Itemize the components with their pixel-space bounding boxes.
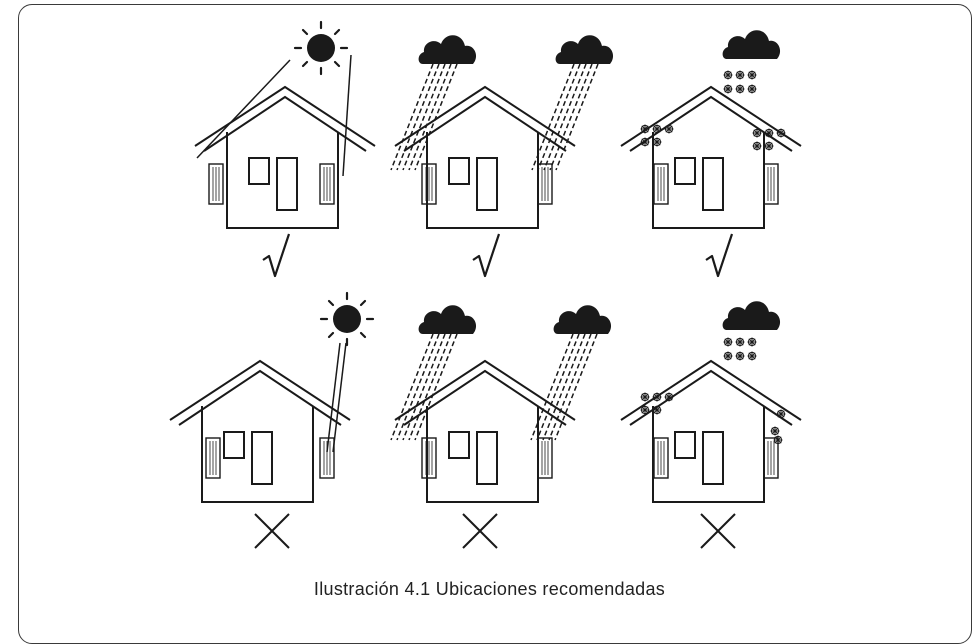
panel-sun-bad [170, 293, 373, 548]
inverter-left-icon [654, 164, 668, 204]
cloud-icon [419, 35, 476, 64]
check-mark-icon [473, 234, 499, 276]
inverter-right-icon [320, 438, 334, 478]
cross-mark-icon [701, 514, 735, 548]
sun-icon [321, 293, 373, 345]
check-mark-icon [263, 234, 289, 276]
snowflakes-icon [724, 338, 757, 361]
rain-icon [391, 64, 457, 170]
inverter-left-icon [422, 164, 436, 204]
sun-icon [295, 22, 347, 74]
inverter-left-icon [654, 438, 668, 478]
panel-rain-good [391, 35, 613, 276]
installation-locations-diagram [0, 0, 979, 626]
cross-mark-icon [255, 514, 289, 548]
inverter-right-icon [320, 164, 334, 204]
panel-snow-good [621, 30, 801, 276]
sun-ray [343, 55, 351, 176]
check-mark-icon [706, 234, 732, 276]
inverter-right-icon [538, 164, 552, 204]
snowflakes-icon [641, 125, 674, 147]
cloud-icon [419, 305, 476, 334]
figure-caption: Ilustración 4.1 Ubicaciones recomendadas [0, 579, 979, 600]
panel-snow-bad [621, 301, 801, 548]
sun-ray [197, 60, 290, 158]
cloud-icon [723, 301, 780, 330]
inverter-right-icon [764, 438, 778, 478]
inverter-left-icon [209, 164, 223, 204]
inverter-right-icon [764, 164, 778, 204]
cloud-icon [556, 35, 613, 64]
inverter-left-icon [422, 438, 436, 478]
sun-ray [327, 343, 340, 452]
cloud-icon [723, 30, 780, 59]
snowflakes-icon [724, 71, 757, 94]
inverter-left-icon [206, 438, 220, 478]
sun-ray [333, 343, 346, 452]
cross-mark-icon [463, 514, 497, 548]
snowflake-icon [771, 427, 780, 436]
house-icon [621, 87, 801, 228]
house-icon [170, 361, 350, 502]
inverter-right-icon [538, 438, 552, 478]
panel-sun-good [195, 22, 375, 276]
house-icon [395, 87, 575, 228]
cloud-icon [554, 305, 611, 334]
rain-icon [532, 64, 598, 170]
house-icon [395, 361, 575, 502]
panel-rain-bad [391, 305, 611, 548]
